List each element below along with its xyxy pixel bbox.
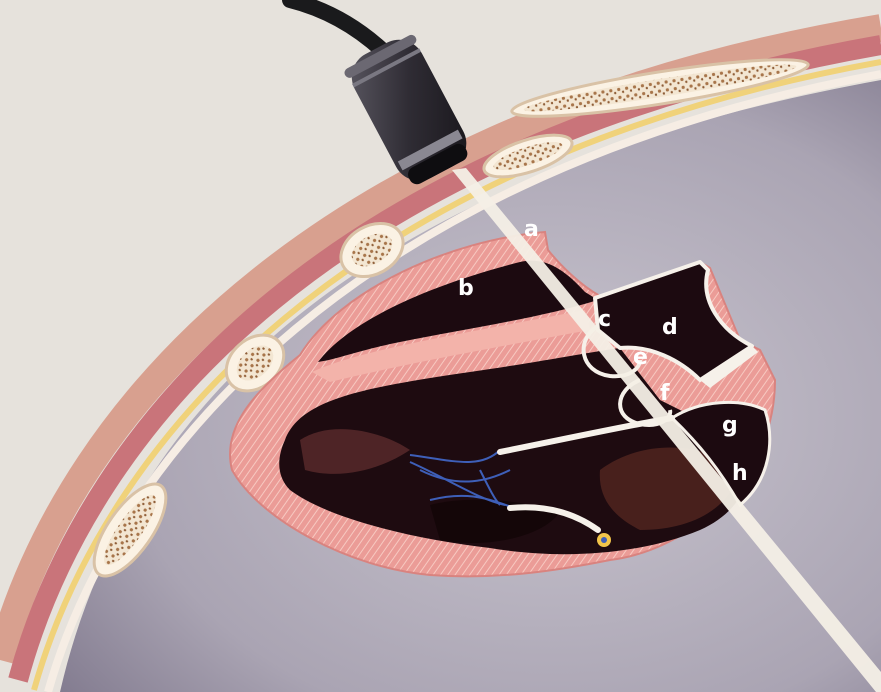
label-d: d [662,315,678,340]
label-e: e [633,345,648,370]
coronary-vein [601,537,607,543]
label-c: c [598,307,611,332]
label-b: b [458,276,474,301]
label-f: f [660,381,670,406]
label-h: h [732,461,748,486]
label-g: g [722,413,738,438]
label-a: a [524,217,539,242]
